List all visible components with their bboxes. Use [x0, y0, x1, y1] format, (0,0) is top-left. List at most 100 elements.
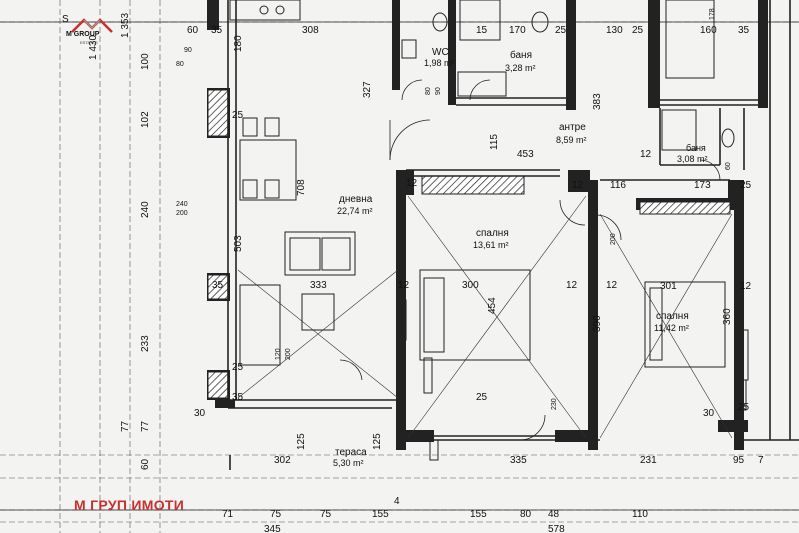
svg-text:155: 155: [372, 509, 389, 520]
svg-text:301: 301: [660, 281, 677, 292]
svg-text:12: 12: [572, 180, 584, 191]
svg-text:35: 35: [211, 25, 223, 36]
svg-text:180: 180: [233, 35, 244, 52]
room-bath1-area: 3,28 m²: [505, 63, 536, 73]
svg-text:80: 80: [176, 61, 184, 68]
svg-text:95: 95: [733, 455, 745, 466]
svg-text:200: 200: [285, 348, 292, 360]
left-dimensions: 1 353 1 430 100 102 240 233 77 77 60: [88, 13, 151, 470]
svg-text:170: 170: [509, 25, 526, 36]
room-diagonals: [237, 195, 733, 439]
svg-text:454: 454: [487, 297, 498, 314]
room-hall-name: антре: [559, 122, 586, 133]
svg-text:130: 130: [606, 25, 623, 36]
svg-text:80: 80: [520, 509, 532, 520]
svg-text:173: 173: [694, 180, 711, 191]
svg-text:200: 200: [610, 233, 617, 245]
svg-text:25: 25: [232, 362, 244, 373]
s-mark: S: [62, 14, 69, 25]
room-bed2-name: спалня: [656, 311, 689, 322]
svg-text:708: 708: [296, 179, 307, 196]
svg-text:115: 115: [489, 134, 500, 150]
svg-text:7: 7: [758, 455, 764, 466]
hatched-walls: [207, 89, 731, 399]
svg-text:1 353: 1 353: [120, 13, 131, 38]
room-bed2-area: 11,42 m²: [654, 323, 689, 333]
svg-text:453: 453: [517, 149, 534, 160]
svg-text:578: 578: [548, 524, 565, 533]
svg-text:35: 35: [232, 392, 244, 403]
svg-text:155: 155: [470, 509, 487, 520]
svg-text:75: 75: [320, 509, 332, 520]
svg-text:15: 15: [476, 25, 488, 36]
svg-text:300: 300: [462, 280, 479, 291]
svg-text:60: 60: [140, 458, 151, 470]
logo-name: M GROUP: [66, 31, 100, 38]
svg-text:102: 102: [140, 111, 151, 128]
svg-text:230: 230: [551, 398, 558, 410]
interior-dimensions: 180 327 708 503 333 300 454 390 301 360 …: [194, 35, 764, 533]
svg-text:240: 240: [176, 201, 188, 208]
svg-text:25: 25: [232, 110, 244, 121]
svg-text:25: 25: [740, 180, 752, 191]
svg-text:35: 35: [212, 280, 224, 291]
svg-text:80: 80: [425, 87, 432, 95]
svg-text:30: 30: [703, 408, 715, 419]
svg-text:25: 25: [555, 25, 567, 36]
svg-text:30: 30: [194, 408, 206, 419]
room-hall-area: 8,59 m²: [556, 135, 587, 145]
room-bath2-name: баня: [686, 143, 706, 153]
top-dimensions: 60 35 308 15 170 25 130 25 160 35 12 453…: [187, 25, 752, 191]
svg-text:333: 333: [310, 280, 327, 291]
room-bed1-name: спалня: [476, 228, 509, 239]
svg-text:60: 60: [187, 25, 199, 36]
svg-text:327: 327: [362, 81, 373, 98]
svg-text:503: 503: [233, 235, 244, 252]
svg-text:1 430: 1 430: [88, 35, 99, 60]
m-group-logo: [71, 18, 113, 33]
svg-text:335: 335: [510, 455, 527, 466]
svg-text:125: 125: [372, 433, 383, 450]
svg-text:71: 71: [222, 509, 234, 520]
svg-text:12: 12: [740, 281, 752, 292]
room-labels: WC 1,98 m² баня 3,28 m² антре 8,59 m² ба…: [333, 47, 708, 468]
room-bath2-area: 3,08 m²: [677, 154, 708, 164]
room-bed1-area: 13,61 m²: [473, 240, 509, 250]
svg-text:383: 383: [592, 93, 603, 110]
svg-text:308: 308: [302, 25, 319, 36]
svg-text:100: 100: [140, 53, 151, 70]
svg-text:231: 231: [640, 455, 657, 466]
svg-text:75: 75: [270, 509, 282, 520]
svg-text:25: 25: [632, 25, 644, 36]
room-terrace-name: тераса: [335, 447, 367, 458]
svg-text:233: 233: [140, 335, 151, 352]
svg-text:240: 240: [140, 201, 151, 218]
svg-text:200: 200: [176, 210, 188, 217]
svg-text:77: 77: [140, 420, 151, 432]
room-living-name: дневна: [339, 194, 373, 205]
room-living-area: 22,74 m²: [337, 206, 373, 216]
svg-text:25: 25: [738, 402, 750, 413]
svg-text:345: 345: [264, 524, 281, 533]
svg-text:12: 12: [406, 178, 418, 189]
svg-text:12: 12: [640, 149, 652, 160]
doors: [339, 79, 721, 441]
svg-text:302: 302: [274, 455, 291, 466]
room-wc-name: WC: [432, 47, 449, 58]
svg-text:77: 77: [120, 420, 131, 432]
svg-text:110: 110: [632, 509, 648, 520]
dimension-ticks: [0, 21, 799, 511]
svg-text:60: 60: [725, 162, 732, 170]
room-terrace-area: 5,30 m²: [333, 458, 364, 468]
svg-text:160: 160: [700, 25, 717, 36]
svg-text:360: 360: [722, 308, 733, 325]
room-wc-area: 1,98 m²: [424, 58, 455, 68]
svg-text:90: 90: [435, 87, 442, 95]
svg-text:125: 125: [296, 433, 307, 450]
svg-text:120: 120: [275, 348, 282, 360]
room-bath1-name: баня: [510, 49, 532, 61]
small-dimensions: 90 80 240 200 120 200 80 90 230 200 60 1…: [176, 8, 732, 410]
svg-text:390: 390: [592, 315, 603, 332]
svg-text:90: 90: [184, 47, 192, 54]
agency-watermark: М ГРУП ИМОТИ: [74, 497, 185, 513]
